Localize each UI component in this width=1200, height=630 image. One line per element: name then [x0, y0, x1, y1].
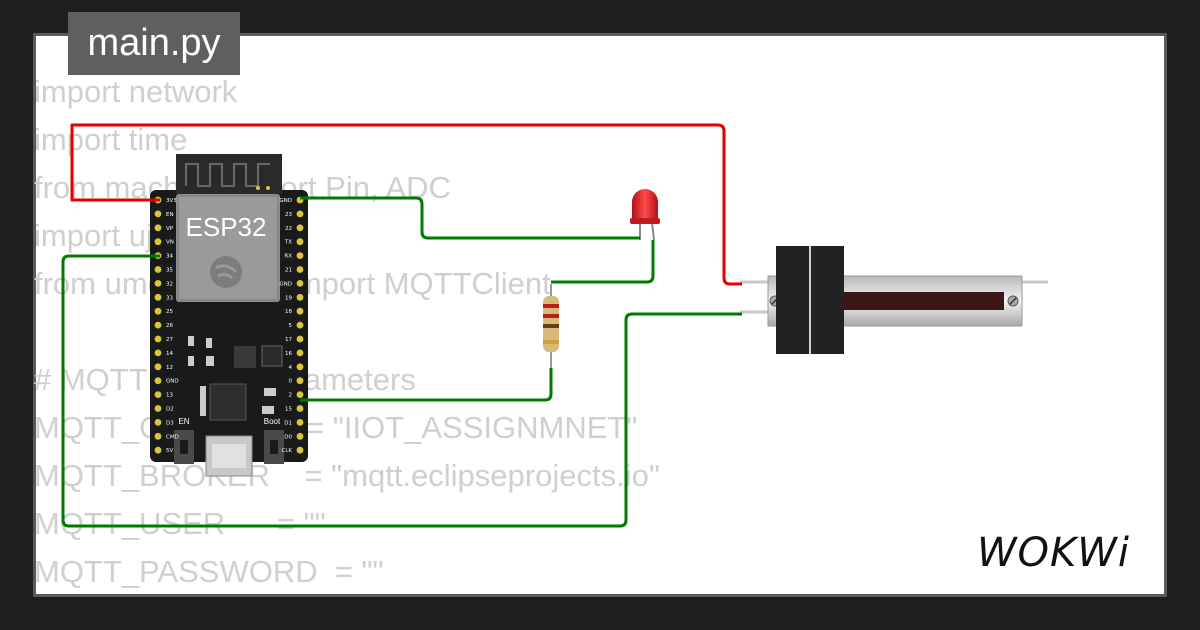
- pin-label: 33: [166, 295, 173, 301]
- code-line: MQTT_USER = "": [34, 506, 326, 541]
- code-line: from umqtt.simple import MQTTClient: [34, 266, 551, 301]
- resistor[interactable]: [543, 284, 559, 368]
- file-title-tab[interactable]: main.py: [68, 12, 240, 75]
- pin-label: 13: [166, 393, 173, 399]
- pin-label: D2: [166, 407, 174, 413]
- pin-pad[interactable]: [154, 405, 162, 412]
- pin-pad[interactable]: [154, 335, 162, 343]
- pin-pad[interactable]: [296, 293, 304, 301]
- pin-label: D0: [284, 434, 292, 440]
- pin-label: 5: [289, 323, 293, 329]
- pin-pad[interactable]: [296, 224, 304, 232]
- pin-label: VN: [166, 240, 174, 246]
- pin-pad[interactable]: [154, 377, 162, 385]
- pin-pad[interactable]: [296, 238, 304, 246]
- pin-label: CLK: [281, 448, 292, 454]
- wokwi-logo: WOKWi: [977, 530, 1130, 576]
- pin-label: 2: [289, 393, 293, 399]
- code-line: import network: [34, 74, 238, 109]
- pin-pad[interactable]: [296, 252, 304, 259]
- en-button-label: EN: [178, 417, 189, 426]
- board-label: ESP32: [186, 212, 267, 242]
- pin-pad[interactable]: [154, 446, 162, 454]
- power-wire[interactable]: [70, 123, 742, 286]
- potentiometer-signal-wire[interactable]: [61, 254, 742, 528]
- pin-pad[interactable]: [154, 321, 162, 329]
- pin-label: VP: [166, 226, 174, 232]
- slide-potentiometer[interactable]: [740, 246, 1048, 354]
- pin-pad[interactable]: [296, 210, 304, 218]
- pin-label: 34: [166, 254, 173, 260]
- pin-label: 15: [285, 407, 292, 413]
- resistor-gpio-wire[interactable]: [300, 368, 553, 402]
- pin-label: CMD: [166, 434, 179, 440]
- pin-label: GND: [166, 379, 179, 385]
- pin-pad[interactable]: [154, 293, 162, 301]
- espressif-logo-icon: [210, 256, 242, 288]
- pin-pad[interactable]: [296, 335, 304, 343]
- pin-pad[interactable]: [296, 307, 304, 315]
- esp32-board[interactable]: ESP32 EN Boot 3V3ENVPVN34353233252627141…: [150, 154, 308, 477]
- pin-label: 23: [285, 212, 292, 218]
- pin-pad[interactable]: [154, 363, 162, 371]
- pin-label: GND: [279, 198, 292, 204]
- pin-pad[interactable]: [296, 446, 304, 454]
- pin-pad[interactable]: [296, 363, 304, 371]
- pin-pad[interactable]: [296, 432, 304, 440]
- pin-label: 26: [166, 323, 173, 329]
- pin-label: 5V: [166, 448, 173, 454]
- pin-label: 35: [166, 268, 173, 274]
- pin-label: 18: [285, 309, 292, 315]
- svg-text:WOKWi: WOKWi: [977, 530, 1130, 576]
- pin-pad[interactable]: [296, 321, 304, 329]
- pin-pad[interactable]: [154, 238, 162, 246]
- pin-label: GND: [279, 281, 292, 287]
- pin-pad[interactable]: [296, 405, 304, 412]
- pin-label: 22: [285, 226, 292, 232]
- code-line: import time: [34, 122, 188, 157]
- pin-label: 25: [166, 309, 173, 315]
- pin-label: 3V3: [166, 198, 177, 204]
- pin-pad[interactable]: [154, 210, 162, 218]
- led-resistor-wire[interactable]: [551, 240, 655, 284]
- pin-label: 12: [166, 365, 173, 371]
- pin-label: 19: [285, 295, 292, 301]
- code-line: MQTT_PASSWORD = "": [34, 554, 384, 589]
- pin-label: 16: [285, 351, 292, 357]
- pin-label: 32: [166, 281, 173, 287]
- pin-label: 21: [285, 268, 292, 274]
- pin-pad[interactable]: [296, 349, 304, 357]
- pin-pad[interactable]: [154, 307, 162, 315]
- pin-pad[interactable]: [296, 419, 304, 426]
- led-ground-wire[interactable]: [300, 196, 640, 240]
- pin-pad[interactable]: [296, 391, 304, 398]
- boot-button-label: Boot: [264, 417, 281, 426]
- pin-label: D1: [284, 420, 292, 426]
- pin-label: 0: [289, 379, 293, 385]
- pin-label: TX: [284, 240, 292, 246]
- pin-pad[interactable]: [154, 391, 162, 398]
- pin-label: 27: [166, 337, 173, 343]
- pin-label: EN: [166, 212, 174, 218]
- pin-label: 17: [285, 337, 292, 343]
- pin-pad[interactable]: [296, 377, 304, 385]
- pin-pad[interactable]: [296, 280, 304, 287]
- pin-pad[interactable]: [154, 280, 162, 287]
- pin-label: 4: [289, 365, 293, 371]
- pin-label: RX: [284, 254, 292, 260]
- pin-pad[interactable]: [154, 224, 162, 232]
- pin-pad[interactable]: [296, 266, 304, 273]
- pin-pad[interactable]: [154, 266, 162, 273]
- red-led[interactable]: [630, 189, 660, 241]
- pin-label: 14: [166, 351, 173, 357]
- pin-pad[interactable]: [154, 349, 162, 357]
- pin-pad[interactable]: [154, 432, 162, 440]
- pin-label: D3: [166, 420, 174, 426]
- pin-pad[interactable]: [154, 419, 162, 426]
